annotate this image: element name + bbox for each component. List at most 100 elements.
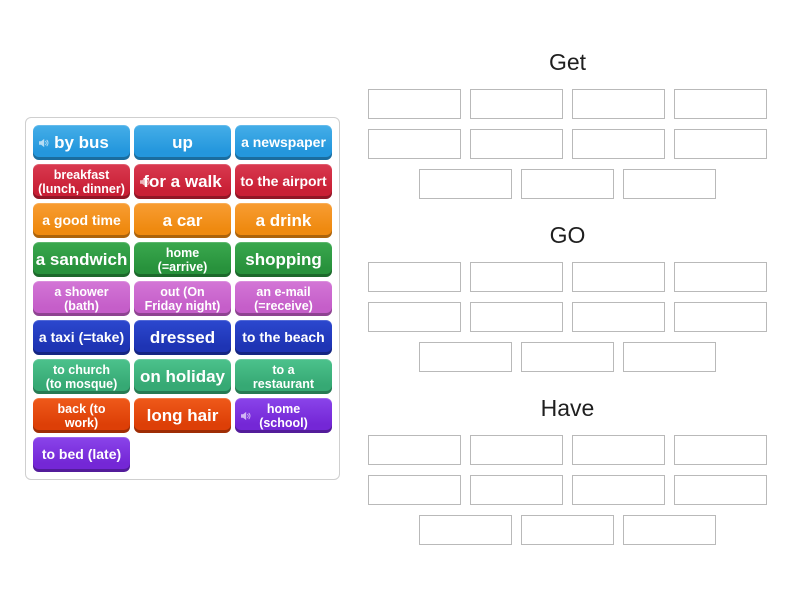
empty-slot[interactable] (572, 302, 665, 332)
empty-slot[interactable] (572, 89, 665, 119)
tile-a-taxi-take[interactable]: a taxi (=take) (33, 320, 130, 355)
empty-slot[interactable] (470, 262, 563, 292)
tile-label: home(school) (259, 401, 308, 430)
speaker-icon[interactable] (240, 410, 251, 421)
tile-dressed[interactable]: dressed (134, 320, 231, 355)
tile-a-good-time[interactable]: a good time (33, 203, 130, 238)
category-group-go: GO (368, 221, 767, 372)
empty-slot[interactable] (674, 302, 767, 332)
category-group-get: Get (368, 48, 767, 199)
empty-slot[interactable] (572, 262, 665, 292)
empty-slot[interactable] (521, 169, 614, 199)
empty-slot[interactable] (623, 342, 716, 372)
tile-label: shopping (245, 249, 322, 269)
tile-label: on holiday (140, 366, 225, 386)
empty-slot[interactable] (572, 475, 665, 505)
speaker-icon[interactable] (38, 137, 49, 148)
tile-to-bed-late[interactable]: to bed (late) (33, 437, 130, 472)
empty-slot[interactable] (419, 342, 512, 372)
slot-row (368, 169, 767, 199)
tile-label: a shower(bath) (54, 284, 109, 313)
tile-to-the-airport[interactable]: to the airport (235, 164, 332, 199)
slot-row (368, 435, 767, 465)
tile-shopping[interactable]: shopping (235, 242, 332, 277)
tile-to-the-beach[interactable]: to the beach (235, 320, 332, 355)
empty-slot[interactable] (674, 475, 767, 505)
empty-slot[interactable] (368, 262, 461, 292)
empty-slot[interactable] (470, 129, 563, 159)
tile-breakfast-lunch-dinner[interactable]: breakfast(lunch, dinner) (33, 164, 130, 199)
empty-slot[interactable] (623, 169, 716, 199)
slot-rows (368, 262, 767, 372)
tile-label: a taxi (=take) (38, 328, 125, 345)
empty-slot[interactable] (674, 129, 767, 159)
tile-an-e-mail-receive[interactable]: an e-mail(=receive) (235, 281, 332, 316)
tile-label: a car (162, 210, 203, 230)
tile-label: a newspaper (241, 133, 326, 150)
empty-slot[interactable] (674, 89, 767, 119)
empty-slot[interactable] (368, 302, 461, 332)
empty-slot[interactable] (470, 302, 563, 332)
category-title-get: Get (548, 49, 587, 75)
tiles-panel: by bus up a newspaper breakfast(lunch, dinn… (25, 117, 340, 480)
tile-to-church-to-mosque[interactable]: to church(to mosque) (33, 359, 130, 394)
category-title-go: GO (549, 222, 586, 248)
empty-slot[interactable] (521, 515, 614, 545)
tile-home-school[interactable]: home(school) (235, 398, 332, 433)
tile-label: to church(to mosque) (45, 362, 118, 391)
tile-label: for a walk (143, 171, 222, 191)
tile-label: a drink (255, 210, 312, 230)
empty-slot[interactable] (572, 129, 665, 159)
category-group-have: Have (368, 394, 767, 545)
slot-row (368, 262, 767, 292)
empty-slot[interactable] (623, 515, 716, 545)
tile-label: a sandwich (35, 249, 128, 269)
tile-a-newspaper[interactable]: a newspaper (235, 125, 332, 160)
empty-slot[interactable] (521, 342, 614, 372)
slot-row (368, 515, 767, 545)
tile-by-bus[interactable]: by bus (33, 125, 130, 160)
tile-a-drink[interactable]: a drink (235, 203, 332, 238)
empty-slot[interactable] (470, 435, 563, 465)
tile-label: to bed (late) (41, 445, 122, 462)
tile-on-holiday[interactable]: on holiday (134, 359, 231, 394)
empty-slot[interactable] (368, 475, 461, 505)
slot-row (368, 342, 767, 372)
tile-label: to the beach (242, 328, 325, 345)
slot-row (368, 302, 767, 332)
empty-slot[interactable] (368, 89, 461, 119)
slot-row (368, 129, 767, 159)
slot-rows (368, 89, 767, 199)
slot-row (368, 475, 767, 505)
tile-label: long hair (146, 405, 219, 425)
tile-label: to the airport (240, 172, 327, 189)
empty-slot[interactable] (470, 89, 563, 119)
tile-label: an e-mail(=receive) (254, 284, 313, 313)
tile-for-a-walk[interactable]: for a walk (134, 164, 231, 199)
speaker-icon[interactable] (139, 176, 150, 187)
empty-slot[interactable] (368, 129, 461, 159)
empty-slot[interactable] (419, 169, 512, 199)
empty-slot[interactable] (674, 435, 767, 465)
empty-slot[interactable] (674, 262, 767, 292)
tile-label: home(=arrive) (157, 245, 208, 274)
tile-a-sandwich[interactable]: a sandwich (33, 242, 130, 277)
empty-slot[interactable] (572, 435, 665, 465)
empty-slot[interactable] (419, 515, 512, 545)
empty-slot[interactable] (368, 435, 461, 465)
tile-up[interactable]: up (134, 125, 231, 160)
tile-a-shower-bath[interactable]: a shower(bath) (33, 281, 130, 316)
tile-long-hair[interactable]: long hair (134, 398, 231, 433)
tile-label: up (172, 132, 193, 152)
tile-home-arrive[interactable]: home(=arrive) (134, 242, 231, 277)
slot-row (368, 89, 767, 119)
tile-a-car[interactable]: a car (134, 203, 231, 238)
empty-slot[interactable] (470, 475, 563, 505)
tile-label: breakfast(lunch, dinner) (38, 167, 125, 196)
